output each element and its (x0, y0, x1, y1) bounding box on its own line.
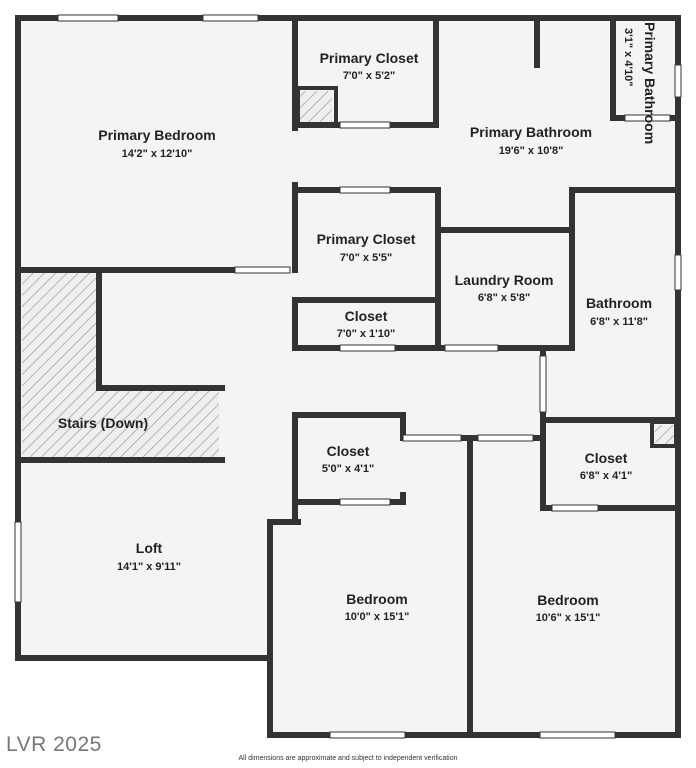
room-name: Laundry Room (455, 272, 554, 288)
room-dims: 14'1" x 9'11" (117, 561, 181, 573)
room-dims: 3'1" x 4'10" (622, 28, 634, 86)
floor-area (18, 18, 678, 735)
room-dims: 6'8" x 5'8" (478, 292, 530, 304)
windows (14, 14, 682, 739)
room-name: Primary Bathroom (470, 124, 592, 140)
room-name: Bedroom (346, 591, 407, 607)
room-dims: 14'2" x 12'10" (122, 148, 193, 160)
room-name: Loft (136, 540, 163, 556)
room-name: Primary Closet (320, 50, 419, 66)
shaft-hatch (655, 425, 675, 445)
room-name: Primary Bathroom (642, 22, 658, 144)
shaft-hatch (300, 91, 332, 123)
room-name: Stairs (Down) (58, 415, 148, 431)
room-dims: 7'0" x 5'5" (340, 252, 392, 264)
room-name: Bathroom (586, 295, 652, 311)
room-dims: 6'8" x 11'8" (590, 316, 648, 328)
room-name: Primary Closet (317, 231, 416, 247)
room-name: Bedroom (537, 592, 598, 608)
room-dims: 10'6" x 15'1" (536, 612, 601, 624)
room-name: Closet (345, 308, 388, 324)
walls (15, 15, 681, 738)
stairs-hatch (22, 273, 219, 458)
room-name: Primary Bedroom (98, 127, 215, 143)
room-dims: 7'0" x 1'10" (337, 328, 395, 340)
room-name: Closet (585, 450, 628, 466)
room-dims: 7'0" x 5'2" (343, 70, 395, 82)
room-name: Closet (327, 443, 370, 459)
room-dims: 10'0" x 15'1" (345, 611, 410, 623)
room-dims: 5'0" x 4'1" (322, 463, 374, 475)
room-dims: 6'8" x 4'1" (580, 470, 632, 482)
room-dims: 19'6" x 10'8" (499, 145, 564, 157)
watermark-text: LVR 2025 (6, 733, 102, 756)
disclaimer-text: All dimensions are approximate and subje… (238, 755, 458, 762)
room-labels: Primary Bedroom 14'2" x 12'10" Primary C… (58, 22, 658, 624)
